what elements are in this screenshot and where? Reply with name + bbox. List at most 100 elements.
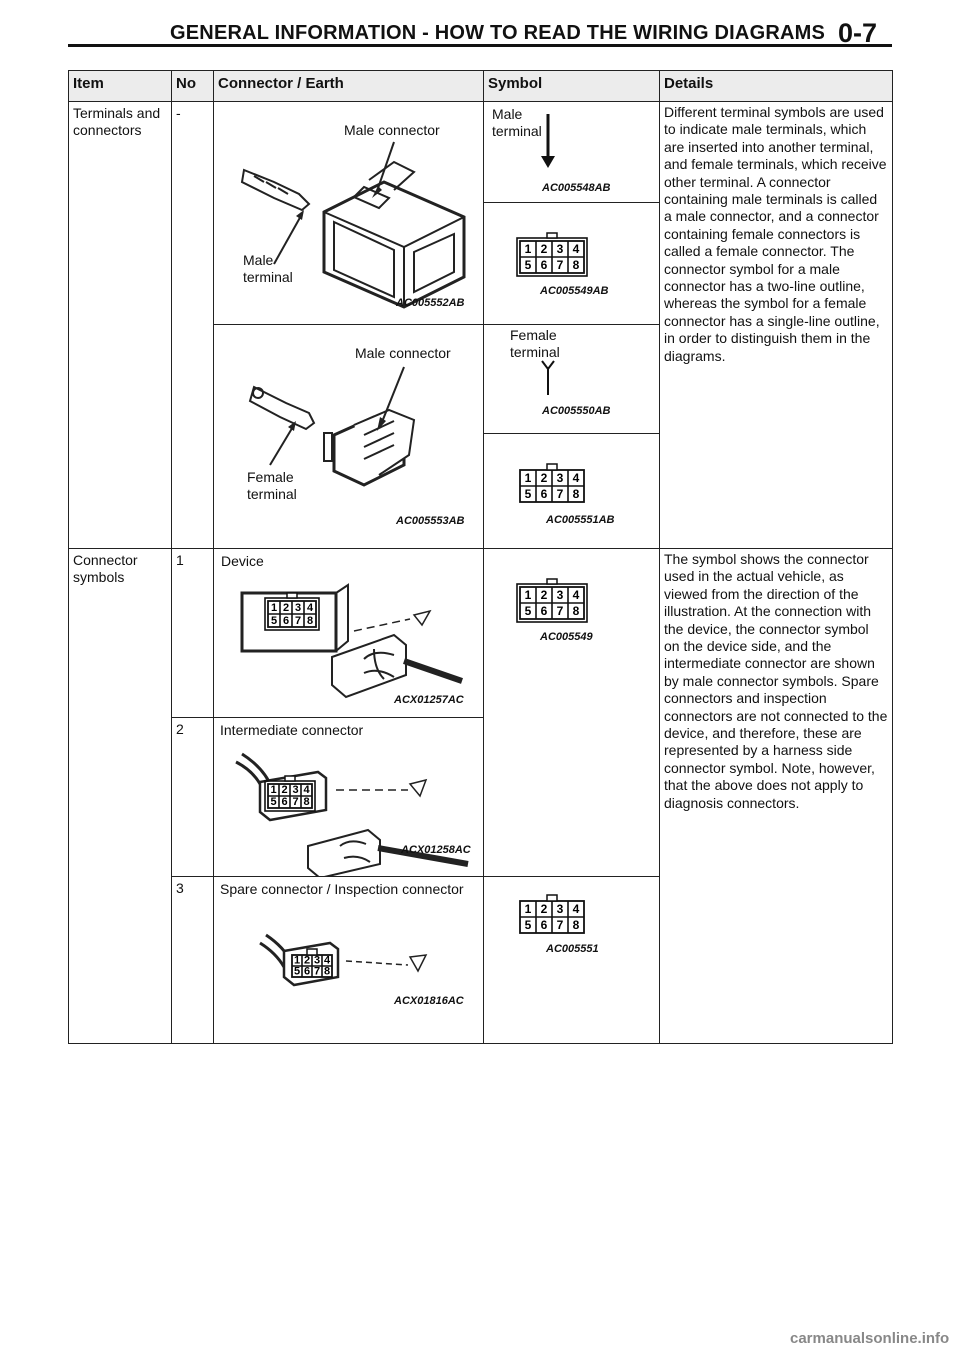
pin-number: 4 [573,902,580,916]
male-terminal-arrow [541,114,555,168]
pin-number: 5 [271,615,277,627]
pin-number: 6 [541,604,548,618]
col-header-item: Item [68,70,172,102]
pin-number: 4 [573,471,580,485]
pin-number: 5 [525,918,532,932]
female-connector-drawing [248,366,416,487]
figure-code: AC005551AB [546,514,615,526]
pin-number: 4 [573,588,580,602]
col-header-connector: Connector / Earth [213,70,484,102]
pin-number: 1 [525,588,532,602]
pin-number: 8 [573,918,580,932]
table-row: Terminals and connectors - Ma [68,100,893,549]
pin-number: 2 [541,902,548,916]
device-label: Device [221,553,264,569]
figure-code: ACX01258AC [401,844,471,856]
pin-number: 6 [541,918,548,932]
pin-number: 1 [525,902,532,916]
female-terminal-symbol: Female terminal AC005550AB [483,324,660,434]
pin-number: 2 [541,471,548,485]
figure-code: AC005553AB [396,515,465,527]
pin-number: 8 [307,615,313,627]
pin-number: 5 [525,487,532,501]
figure-code: ACX01816AC [394,995,464,1007]
pin-number: 7 [557,918,564,932]
pin-number: 8 [303,796,309,808]
pin-number: 1 [270,784,276,796]
pin-number: 8 [324,965,330,977]
item-cell: Terminals and connectors [68,101,172,549]
details-cell: The symbol shows the connector used in t… [659,548,893,1044]
male-terminal-symbol: Male terminal AC005548AB [483,100,660,204]
figure-code: AC005549AB [540,285,609,298]
pin-number: 6 [283,615,289,627]
pin-number: 4 [573,242,580,256]
pin-number: 3 [557,588,564,602]
pin-number: 2 [541,588,548,602]
pin-number: 6 [541,258,548,272]
col-header-symbol: Symbol [483,70,660,102]
watermark: carmanualsonline.info [790,1330,950,1347]
pin-number: 7 [557,487,564,501]
pin-number: 7 [314,965,320,977]
pin-number: 2 [304,954,310,966]
pin-number: 7 [557,604,564,618]
no-cell: 2 [171,717,214,877]
header-rule [68,44,892,47]
pin-number: 1 [525,242,532,256]
col-header-details: Details [659,70,893,102]
pin-number: 4 [307,602,314,614]
pin-number: 3 [295,602,301,614]
female-terminal-mark [541,360,555,395]
pin-number: 3 [557,902,564,916]
pin-number: 3 [314,954,320,966]
pin-number: 1 [294,954,300,966]
table-header-row: Item No Connector / Earth Symbol Details [68,70,893,102]
pin-number: 1 [271,602,277,614]
pin-number: 7 [557,258,564,272]
spare-connector-label: Spare connector / Inspection connector [220,881,464,897]
figure-code: AC005548AB [542,182,611,194]
pin-number: 6 [541,487,548,501]
pin-number: 5 [525,604,532,618]
pin-number: 5 [294,965,300,977]
no-cell: - [171,101,214,549]
page-number: 0-7 [838,18,878,48]
col-header-no: No [171,70,214,102]
no-cell: 3 [171,876,214,1044]
pin-number: 8 [573,487,580,501]
page-title: GENERAL INFORMATION - HOW TO READ THE WI… [170,22,826,44]
pin-number: 1 [525,471,532,485]
pin-number: 2 [281,784,287,796]
male-terminal-label: Male terminal [243,252,293,285]
wiring-symbols-table: Item No Connector / Earth Symbol Details… [68,70,893,1044]
pin-number: 2 [541,242,548,256]
female-connector-illustration: Male connector Female terminal AC005553A… [213,324,484,549]
male-connector-drawing [240,141,466,309]
pin-number: 3 [292,784,298,796]
figure-code: AC005552AB [396,297,465,309]
figure-code: AC005549 [540,631,593,643]
pin-number: 3 [557,471,564,485]
pin-number: 5 [270,796,276,808]
pin-number: 4 [303,784,310,796]
pin-number: 5 [525,258,532,272]
male-connector-label: Male connector [344,122,440,138]
male-terminal-symbol-label: Male terminal [492,106,542,139]
male-connector-illustration: Male connector Male terminal AC005552AB [213,101,484,325]
pin-number: 2 [283,602,289,614]
pin-number: 6 [281,796,287,808]
